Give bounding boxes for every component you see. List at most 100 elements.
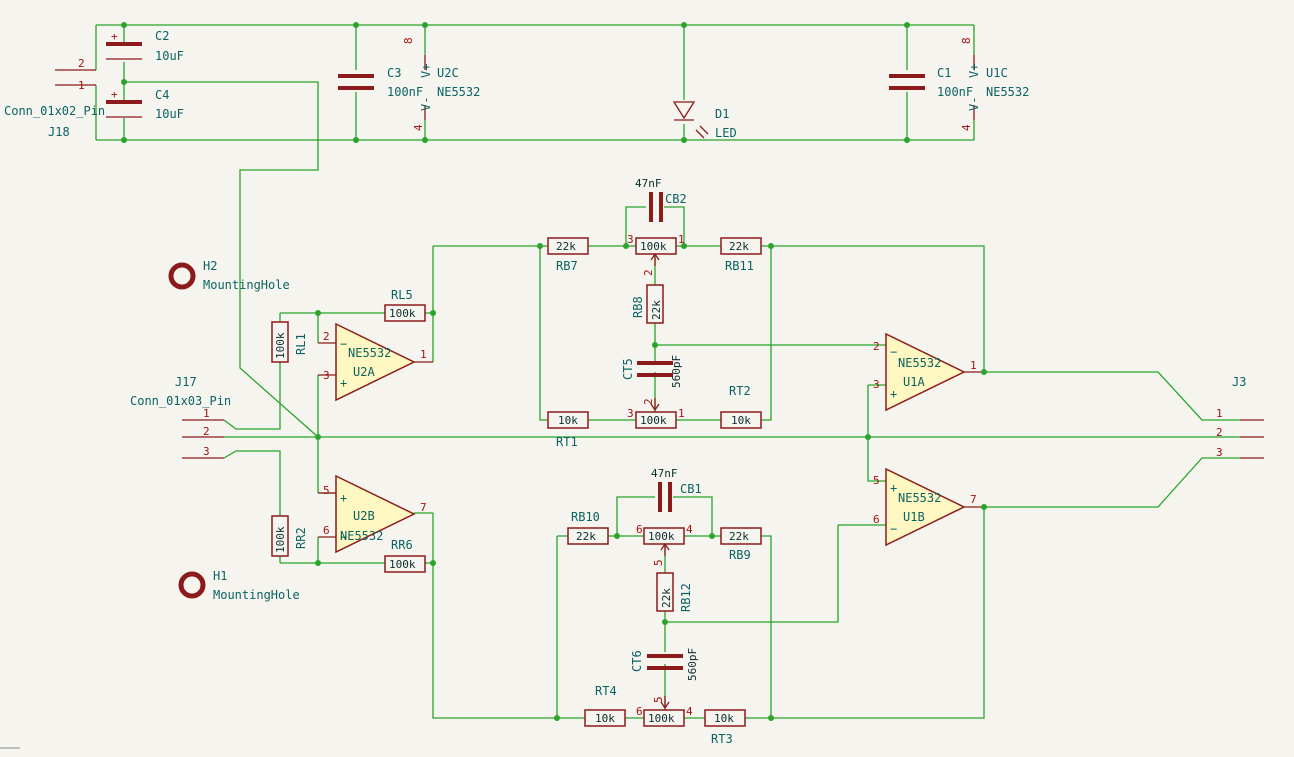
right-channel-input: 100k RR2 100k RR6 5 6 7 + − U2B NE5532 xyxy=(271,474,585,719)
j17-pin-2: 2 xyxy=(203,425,210,438)
ct6-value: 560pF xyxy=(686,648,699,681)
rl5-value: 100k xyxy=(389,307,416,320)
u2a-pin-3: 3 xyxy=(323,369,330,382)
pot-b2-pin-2: 2 xyxy=(642,269,655,276)
rb8-ref: RB8 xyxy=(631,296,645,318)
u1b-plus: + xyxy=(890,481,897,495)
u2b-minus: − xyxy=(340,530,347,544)
j17-ref: J17 xyxy=(175,375,197,389)
u1a-pin-3: 3 xyxy=(873,378,880,391)
j3-pin-1: 1 xyxy=(1216,407,1223,420)
pot-t1-pin-6: 6 xyxy=(636,705,643,718)
j17-pin-3: 3 xyxy=(203,445,210,458)
u2c-vplus: V+ xyxy=(419,64,433,78)
led-d1: D1 LED xyxy=(672,101,737,140)
c1-value: 100nF xyxy=(937,85,973,99)
mounting-hole-h1: H1 MountingHole xyxy=(178,569,300,602)
resistor-rt1: 10k RT1 xyxy=(547,411,589,449)
u1a-value: NE5532 xyxy=(898,356,941,370)
c4-value: 10uF xyxy=(155,107,184,121)
rt2-value: 10k xyxy=(731,414,751,427)
rb9-value: 22k xyxy=(729,530,749,543)
rb7-ref: RB7 xyxy=(556,259,578,273)
cb2-ref: CB2 xyxy=(665,192,687,206)
left-channel: 100k RL1 100k RL5 2 3 1 − + NE5532 U2A xyxy=(271,245,548,493)
u2c-vminus: V- xyxy=(419,97,433,111)
u1a-pin-2: 2 xyxy=(873,340,880,353)
u2a-pin-2: 2 xyxy=(323,330,330,343)
rr2-ref: RR2 xyxy=(294,527,308,549)
rt4-value: 10k xyxy=(595,712,615,725)
opamp-u1c-power: 8 V+ V- 4 U1C NE5532 xyxy=(960,37,1029,131)
resistor-rb11: 22k RB11 xyxy=(720,237,762,273)
power-junctions xyxy=(121,22,910,143)
h2-ref: H2 xyxy=(203,259,217,273)
u1b-pin-7: 7 xyxy=(970,493,977,506)
resistor-rr2: 100k RR2 xyxy=(271,515,308,557)
c1-ref: C1 xyxy=(937,66,951,80)
resistor-rb9: 22k RB9 xyxy=(720,527,762,562)
pot-t2-pin-1: 1 xyxy=(678,407,685,420)
u2c-pin4: 4 xyxy=(412,124,425,131)
rb8-value: 22k xyxy=(650,300,663,320)
rb7-value: 22k xyxy=(556,240,576,253)
resistor-rl5: 100k RL5 xyxy=(384,288,426,322)
cb2-value: 47nF xyxy=(635,177,662,190)
u1b-minus: − xyxy=(890,522,897,536)
u2a-value: NE5532 xyxy=(348,346,391,360)
capacitor-c2: + C2 10uF xyxy=(106,29,184,63)
j18-pin-2: 2 xyxy=(78,57,85,70)
rt4-ref: RT4 xyxy=(595,684,617,698)
j17-value: Conn_01x03_Pin xyxy=(130,394,231,408)
u1a-pin-1: 1 xyxy=(970,359,977,372)
u1c-pin4: 4 xyxy=(960,124,973,131)
resistor-rb12: 22k RB12 xyxy=(656,572,693,612)
c4-ref: C4 xyxy=(155,88,169,102)
rt3-ref: RT3 xyxy=(711,732,733,746)
u1c-vminus: V- xyxy=(967,97,981,111)
rl1-value: 100k xyxy=(274,332,287,359)
opamp-u1a: 2 3 1 − + NE5532 U1A xyxy=(873,332,984,412)
lower-junctions xyxy=(315,533,774,721)
pot-b1-pin-6: 6 xyxy=(636,523,643,536)
connector-j3: J3 1 2 3 xyxy=(1216,375,1264,459)
u2b-ref: U2B xyxy=(353,509,375,523)
capacitor-cb2: 47nF CB2 xyxy=(635,177,687,222)
u2b-pin-7: 7 xyxy=(420,501,427,514)
resistor-rt4: 10k RT4 xyxy=(584,684,626,727)
u1b-pin-6: 6 xyxy=(873,513,880,526)
h1-ref: H1 xyxy=(213,569,227,583)
u1c-pin8: 8 xyxy=(960,37,973,44)
lower-tone-stack: 22k RB10 100k 6 4 5 47nF CB1 22k RB9 22k… xyxy=(315,467,985,746)
resistor-rt3: 10k RT3 xyxy=(704,709,746,746)
u1a-minus: − xyxy=(890,345,897,359)
u2a-plus: + xyxy=(340,376,347,390)
potentiometer-pot-b1: 100k 6 4 5 xyxy=(636,523,693,566)
rr6-ref: RR6 xyxy=(391,538,413,552)
rl5-ref: RL5 xyxy=(391,288,413,302)
rr2-value: 100k xyxy=(274,526,287,553)
u2a-pin-1: 1 xyxy=(420,348,427,361)
j3-pin-2: 2 xyxy=(1216,426,1223,439)
rr6-value: 100k xyxy=(389,558,416,571)
ct5-ref: CT5 xyxy=(621,358,635,380)
resistor-rl1: 100k RL1 xyxy=(271,321,308,363)
upper-junctions xyxy=(315,243,774,440)
u2c-ref: U2C xyxy=(437,66,459,80)
pot-b1-pin-4: 4 xyxy=(686,523,693,536)
resistor-rb10: 22k RB10 xyxy=(567,510,609,545)
opamp-u1b: 5 6 7 + − NE5532 U1B xyxy=(873,467,984,547)
resistor-rt2: 10k RT2 xyxy=(720,384,762,429)
rt3-value: 10k xyxy=(714,712,734,725)
h2-value: MountingHole xyxy=(203,278,290,292)
rb12-value: 22k xyxy=(660,588,673,608)
pot-t2-pin-3: 3 xyxy=(627,407,634,420)
j3-pin-3: 3 xyxy=(1216,446,1223,459)
rb11-value: 22k xyxy=(729,240,749,253)
d1-value: LED xyxy=(715,126,737,140)
pot-b2-pin-1: 1 xyxy=(678,233,685,246)
c2-value: 10uF xyxy=(155,49,184,63)
capacitor-c4: + C4 10uF xyxy=(106,88,184,121)
u1c-ref: U1C xyxy=(986,66,1008,80)
